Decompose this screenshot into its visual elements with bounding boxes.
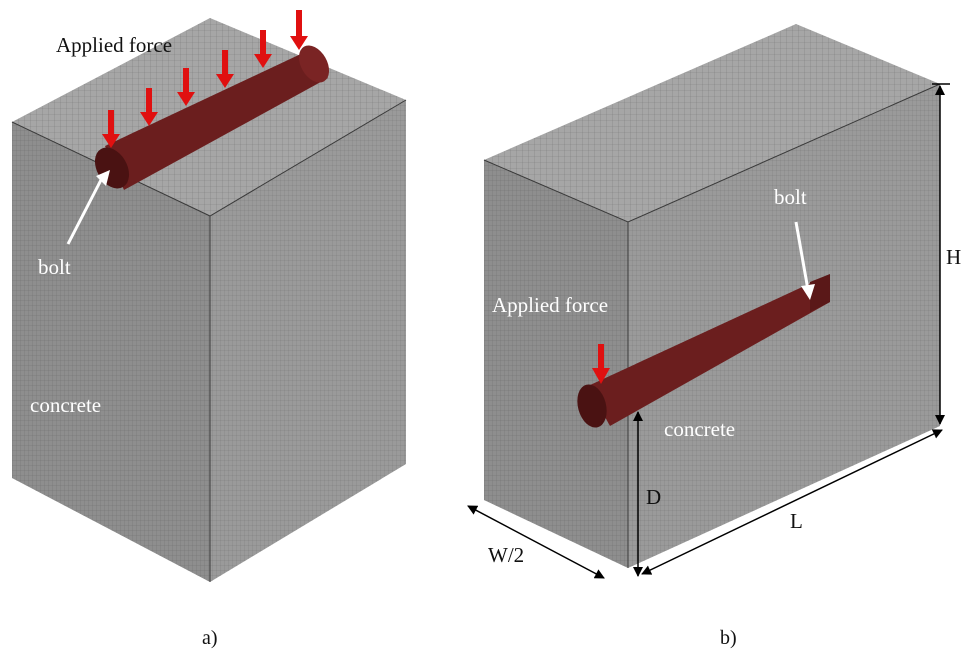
- dimension-lines-b: [467, 83, 950, 579]
- dim-line-half-width: [467, 505, 605, 579]
- bolt-b: [577, 274, 830, 428]
- dim-line-length: [641, 429, 943, 575]
- dim-label-height: H: [946, 245, 961, 269]
- concrete-label-a: concrete: [30, 393, 101, 417]
- force-arrow-b: [592, 344, 610, 384]
- force-arrows-a: [102, 10, 308, 148]
- force-arrow: [177, 68, 195, 106]
- bolt-a: [94, 45, 330, 190]
- force-label-a: Applied force: [56, 33, 172, 57]
- caption-b: b): [720, 627, 737, 649]
- force-arrow: [216, 50, 234, 88]
- force-arrow: [140, 88, 158, 126]
- bolt-b-end: [577, 384, 607, 428]
- force-arrow: [290, 10, 308, 50]
- dim-label-length: L: [790, 509, 803, 533]
- bolt-label-a: bolt: [38, 255, 71, 279]
- panel-b: H L D W/2 Applied force bolt concrete b): [467, 24, 961, 649]
- force-arrow: [254, 30, 272, 68]
- concrete-label-b: concrete: [664, 417, 735, 441]
- bolt-label-b: bolt: [774, 185, 807, 209]
- bolt-pointer-arrow-a: [66, 170, 110, 245]
- force-arrow: [102, 110, 120, 148]
- force-label-b: Applied force: [492, 293, 608, 317]
- caption-a: a): [202, 627, 218, 649]
- panel-a: Applied force bolt concrete a): [11, 10, 407, 649]
- dim-label-depth: D: [646, 485, 661, 509]
- dim-label-half-width: W/2: [488, 543, 524, 567]
- bolt-pointer-arrow-b: [794, 221, 815, 300]
